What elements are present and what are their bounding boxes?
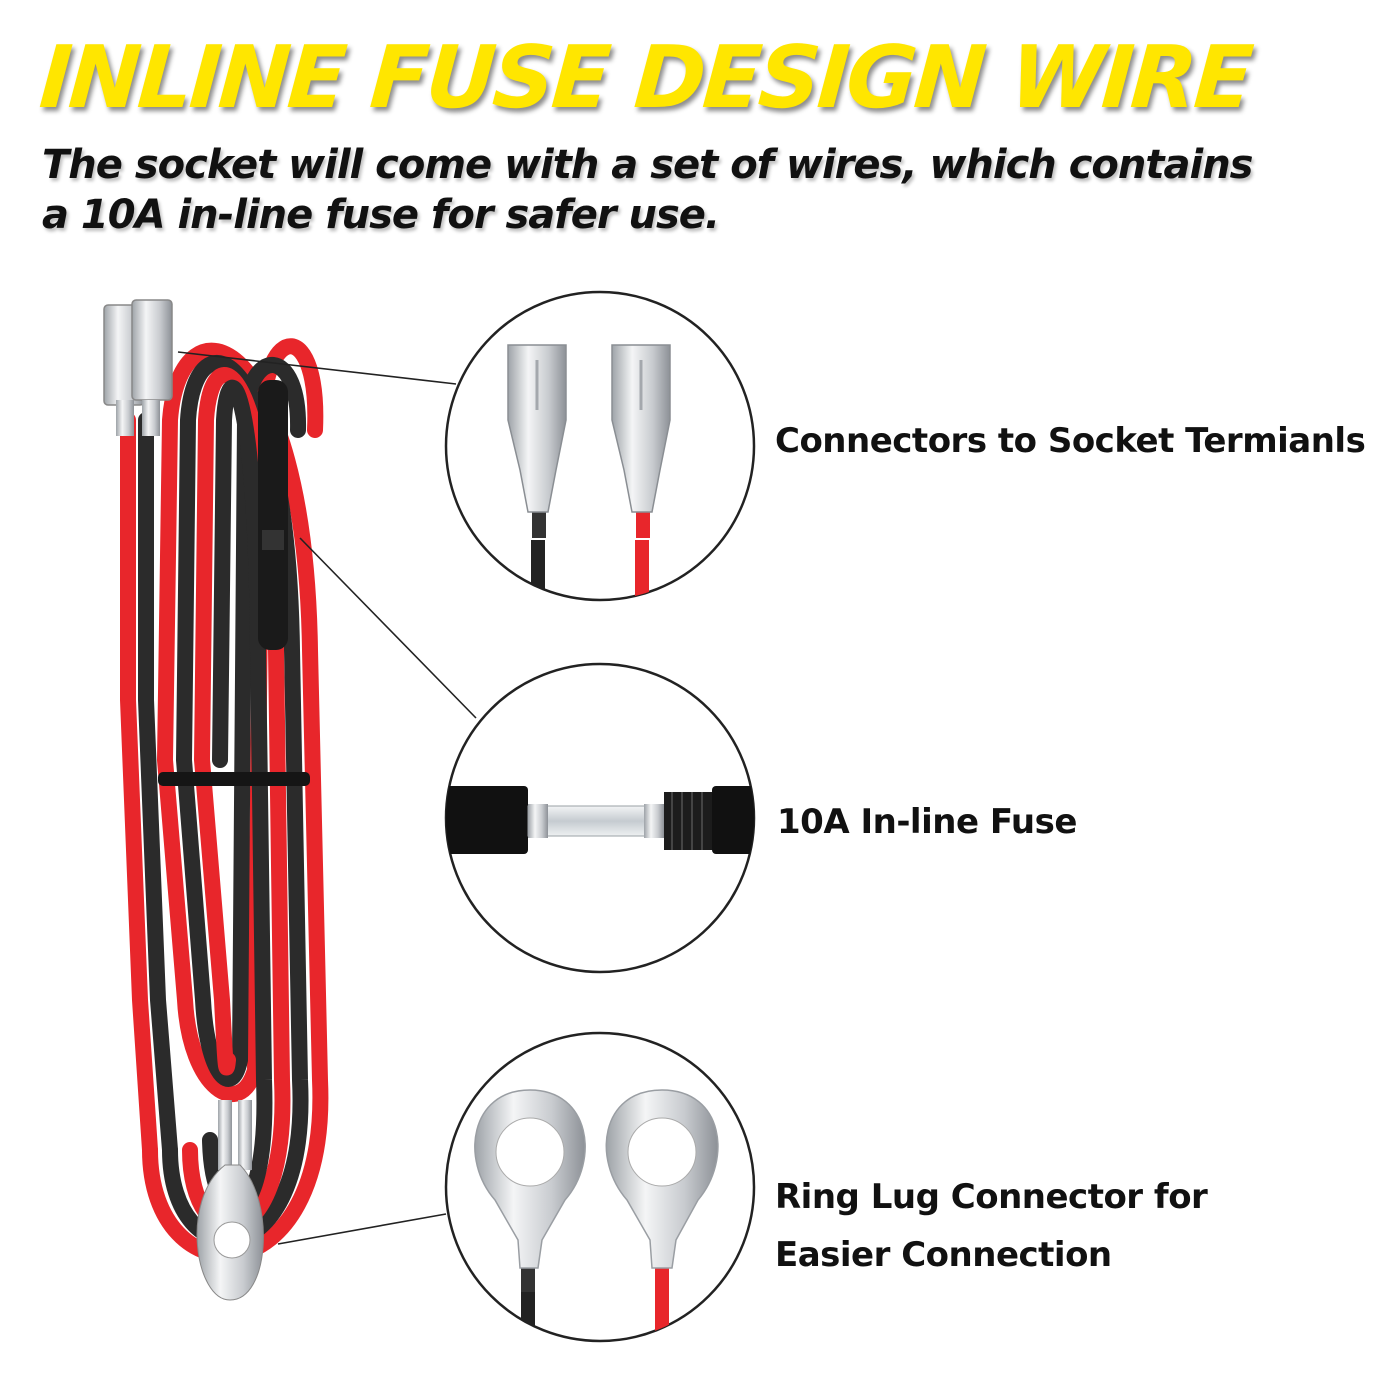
callout-circle-fuse: [444, 662, 756, 974]
page-subtitle: The socket will come with a set of wires…: [42, 142, 1253, 238]
cable-tie: [158, 772, 310, 786]
bundle-spade-terminals: [103, 299, 173, 436]
callout-circle-connectors: [444, 290, 756, 602]
callout-circle-ring-lug: [444, 1031, 756, 1343]
callout-label-ring-lug: Ring Lug Connector for Easier Connection: [775, 1177, 1208, 1275]
leader-lines: [177, 351, 477, 1245]
bundle-fuse-holder: [258, 380, 288, 650]
bundle-ring-lug: [196, 1100, 264, 1301]
callout-label-connectors: Connectors to Socket Termianls: [775, 421, 1366, 461]
callout-label-fuse: 10A In-line Fuse: [777, 802, 1077, 842]
